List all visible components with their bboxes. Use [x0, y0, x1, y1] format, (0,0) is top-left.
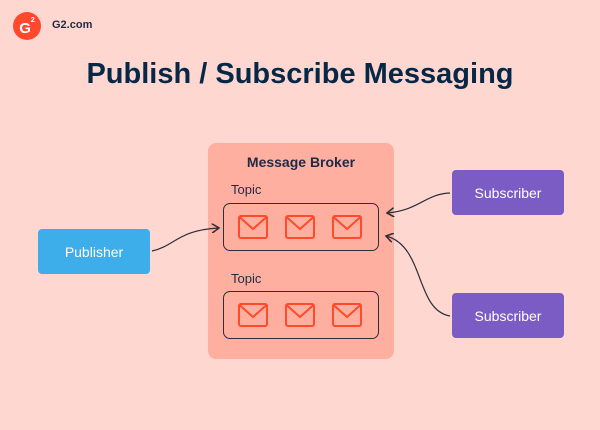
broker-label: Message Broker — [246, 154, 356, 170]
envelope-icon — [332, 303, 362, 327]
publisher-node: Publisher — [38, 229, 150, 274]
topic-box-2 — [223, 291, 379, 339]
topic-label-1: Topic — [231, 182, 262, 197]
subscriber-node-1: Subscriber — [452, 170, 564, 215]
envelope-icon — [332, 215, 362, 239]
page-title: Publish / Subscribe Messaging — [86, 58, 514, 90]
envelope-icon — [238, 303, 268, 327]
envelope-icon — [285, 215, 315, 239]
logo-letter: G — [19, 20, 31, 37]
topic-to-subscriber-1-arrow — [387, 192, 451, 213]
topic-label-2: Topic — [231, 271, 262, 286]
message-broker: Message Broker Topic Topic — [208, 143, 394, 359]
g2-logo: G2 — [13, 12, 41, 40]
topic-to-subscriber-2-arrow — [386, 236, 451, 317]
logo-superscript: 2 — [30, 17, 35, 24]
subscriber-node-2: Subscriber — [452, 293, 564, 338]
envelope-icon — [285, 303, 315, 327]
envelope-icon — [238, 215, 268, 239]
site-name: G2.com — [52, 19, 93, 31]
topic-box-1 — [223, 203, 379, 251]
